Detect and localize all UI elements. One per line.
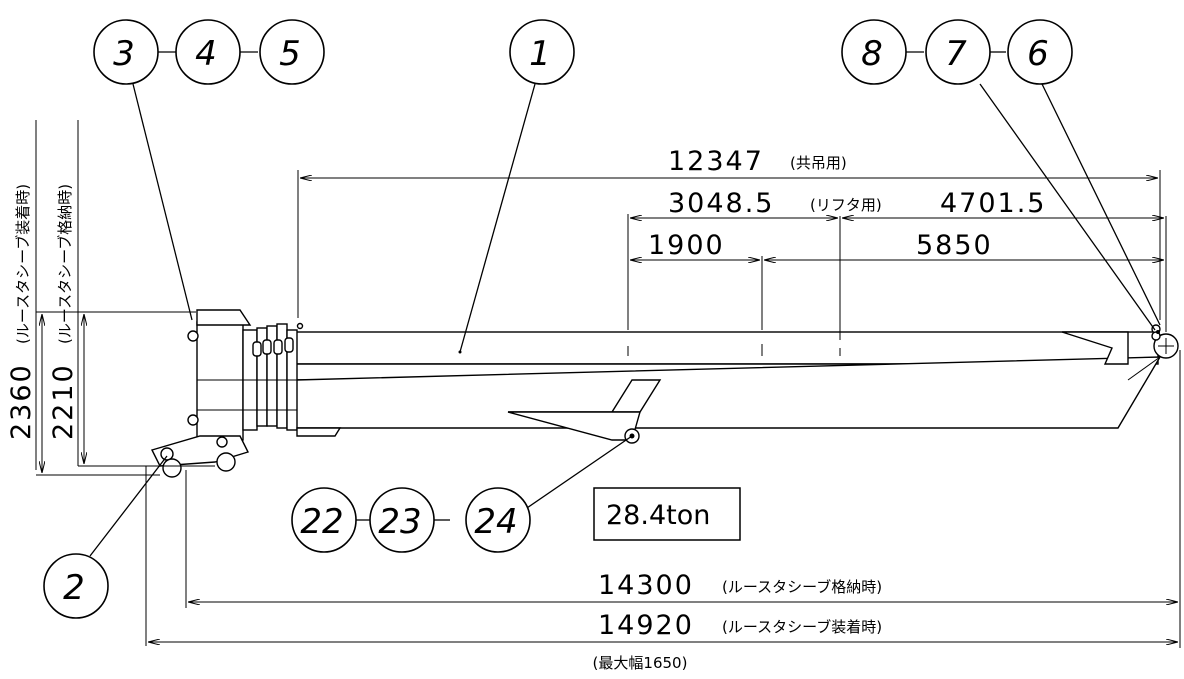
balloon-24: 24 [465, 487, 531, 553]
dim-12347-value: 12347 [668, 146, 764, 177]
balloon-4: 4 [175, 19, 241, 85]
svg-text:6: 6 [1027, 34, 1049, 74]
svg-text:4: 4 [195, 34, 217, 74]
weight-box: 28.4ton [593, 487, 741, 541]
boom-foot [150, 309, 342, 478]
dim-2360-value: 2360 [6, 363, 37, 440]
dimension-lines [35, 120, 1181, 648]
dim-1900-value: 1900 [648, 230, 725, 261]
dim-14920-value: 14920 [598, 610, 694, 641]
balloon-3: 3 [93, 19, 159, 85]
dim-12347-note: (共吊用) [790, 154, 847, 172]
dim-4701-value: 4701.5 [940, 188, 1046, 219]
svg-text:22: 22 [300, 502, 343, 542]
dim-2360-note: (ルースタシーブ装着時) [14, 184, 32, 344]
dim-5850-value: 5850 [916, 230, 993, 261]
svg-text:24: 24 [474, 502, 517, 542]
dim-2210-value: 2210 [48, 363, 79, 440]
dim-14920-note: (ルースタシーブ装着時) [722, 618, 882, 636]
dim-3048-value: 3048.5 [668, 188, 774, 219]
weight-label: 28.4ton [606, 500, 710, 531]
balloon-23: 23 [369, 487, 435, 553]
svg-text:3: 3 [113, 34, 135, 74]
balloon-6: 6 [1007, 19, 1073, 85]
dim-3048-note: (リフタ用) [810, 196, 882, 214]
leader-lines [89, 83, 1161, 557]
dim-2210-note: (ルースタシーブ格納時) [56, 184, 74, 344]
svg-text:1: 1 [529, 34, 551, 74]
balloon-22: 22 [291, 487, 357, 553]
dim-2210: 2210 (ルースタシーブ格納時) [48, 184, 79, 440]
balloon-2: 2 [43, 553, 109, 619]
part-balloons: 3 4 5 1 8 7 6 2 22 23 24 [43, 19, 1073, 619]
balloon-1: 1 [509, 19, 575, 85]
svg-text:8: 8 [861, 34, 883, 74]
dim-14300-note: (ルースタシーブ格納時) [722, 578, 882, 596]
dimension-labels: 12347 (共吊用) 3048.5 (リフタ用) 4701.5 1900 58… [6, 146, 1046, 672]
dim-2360: 2360 (ルースタシーブ装着時) [6, 184, 37, 440]
boom-body [295, 331, 1162, 444]
boom-head [1151, 324, 1179, 359]
svg-text:2: 2 [63, 568, 85, 608]
svg-text:23: 23 [378, 502, 421, 542]
balloon-7: 7 [925, 19, 991, 85]
max-width-label: (最大幅1650) [593, 654, 688, 672]
svg-text:5: 5 [279, 34, 301, 74]
balloon-5: 5 [259, 19, 325, 85]
dim-14300-value: 14300 [598, 570, 694, 601]
balloon-8: 8 [841, 19, 907, 85]
svg-text:7: 7 [945, 34, 967, 74]
